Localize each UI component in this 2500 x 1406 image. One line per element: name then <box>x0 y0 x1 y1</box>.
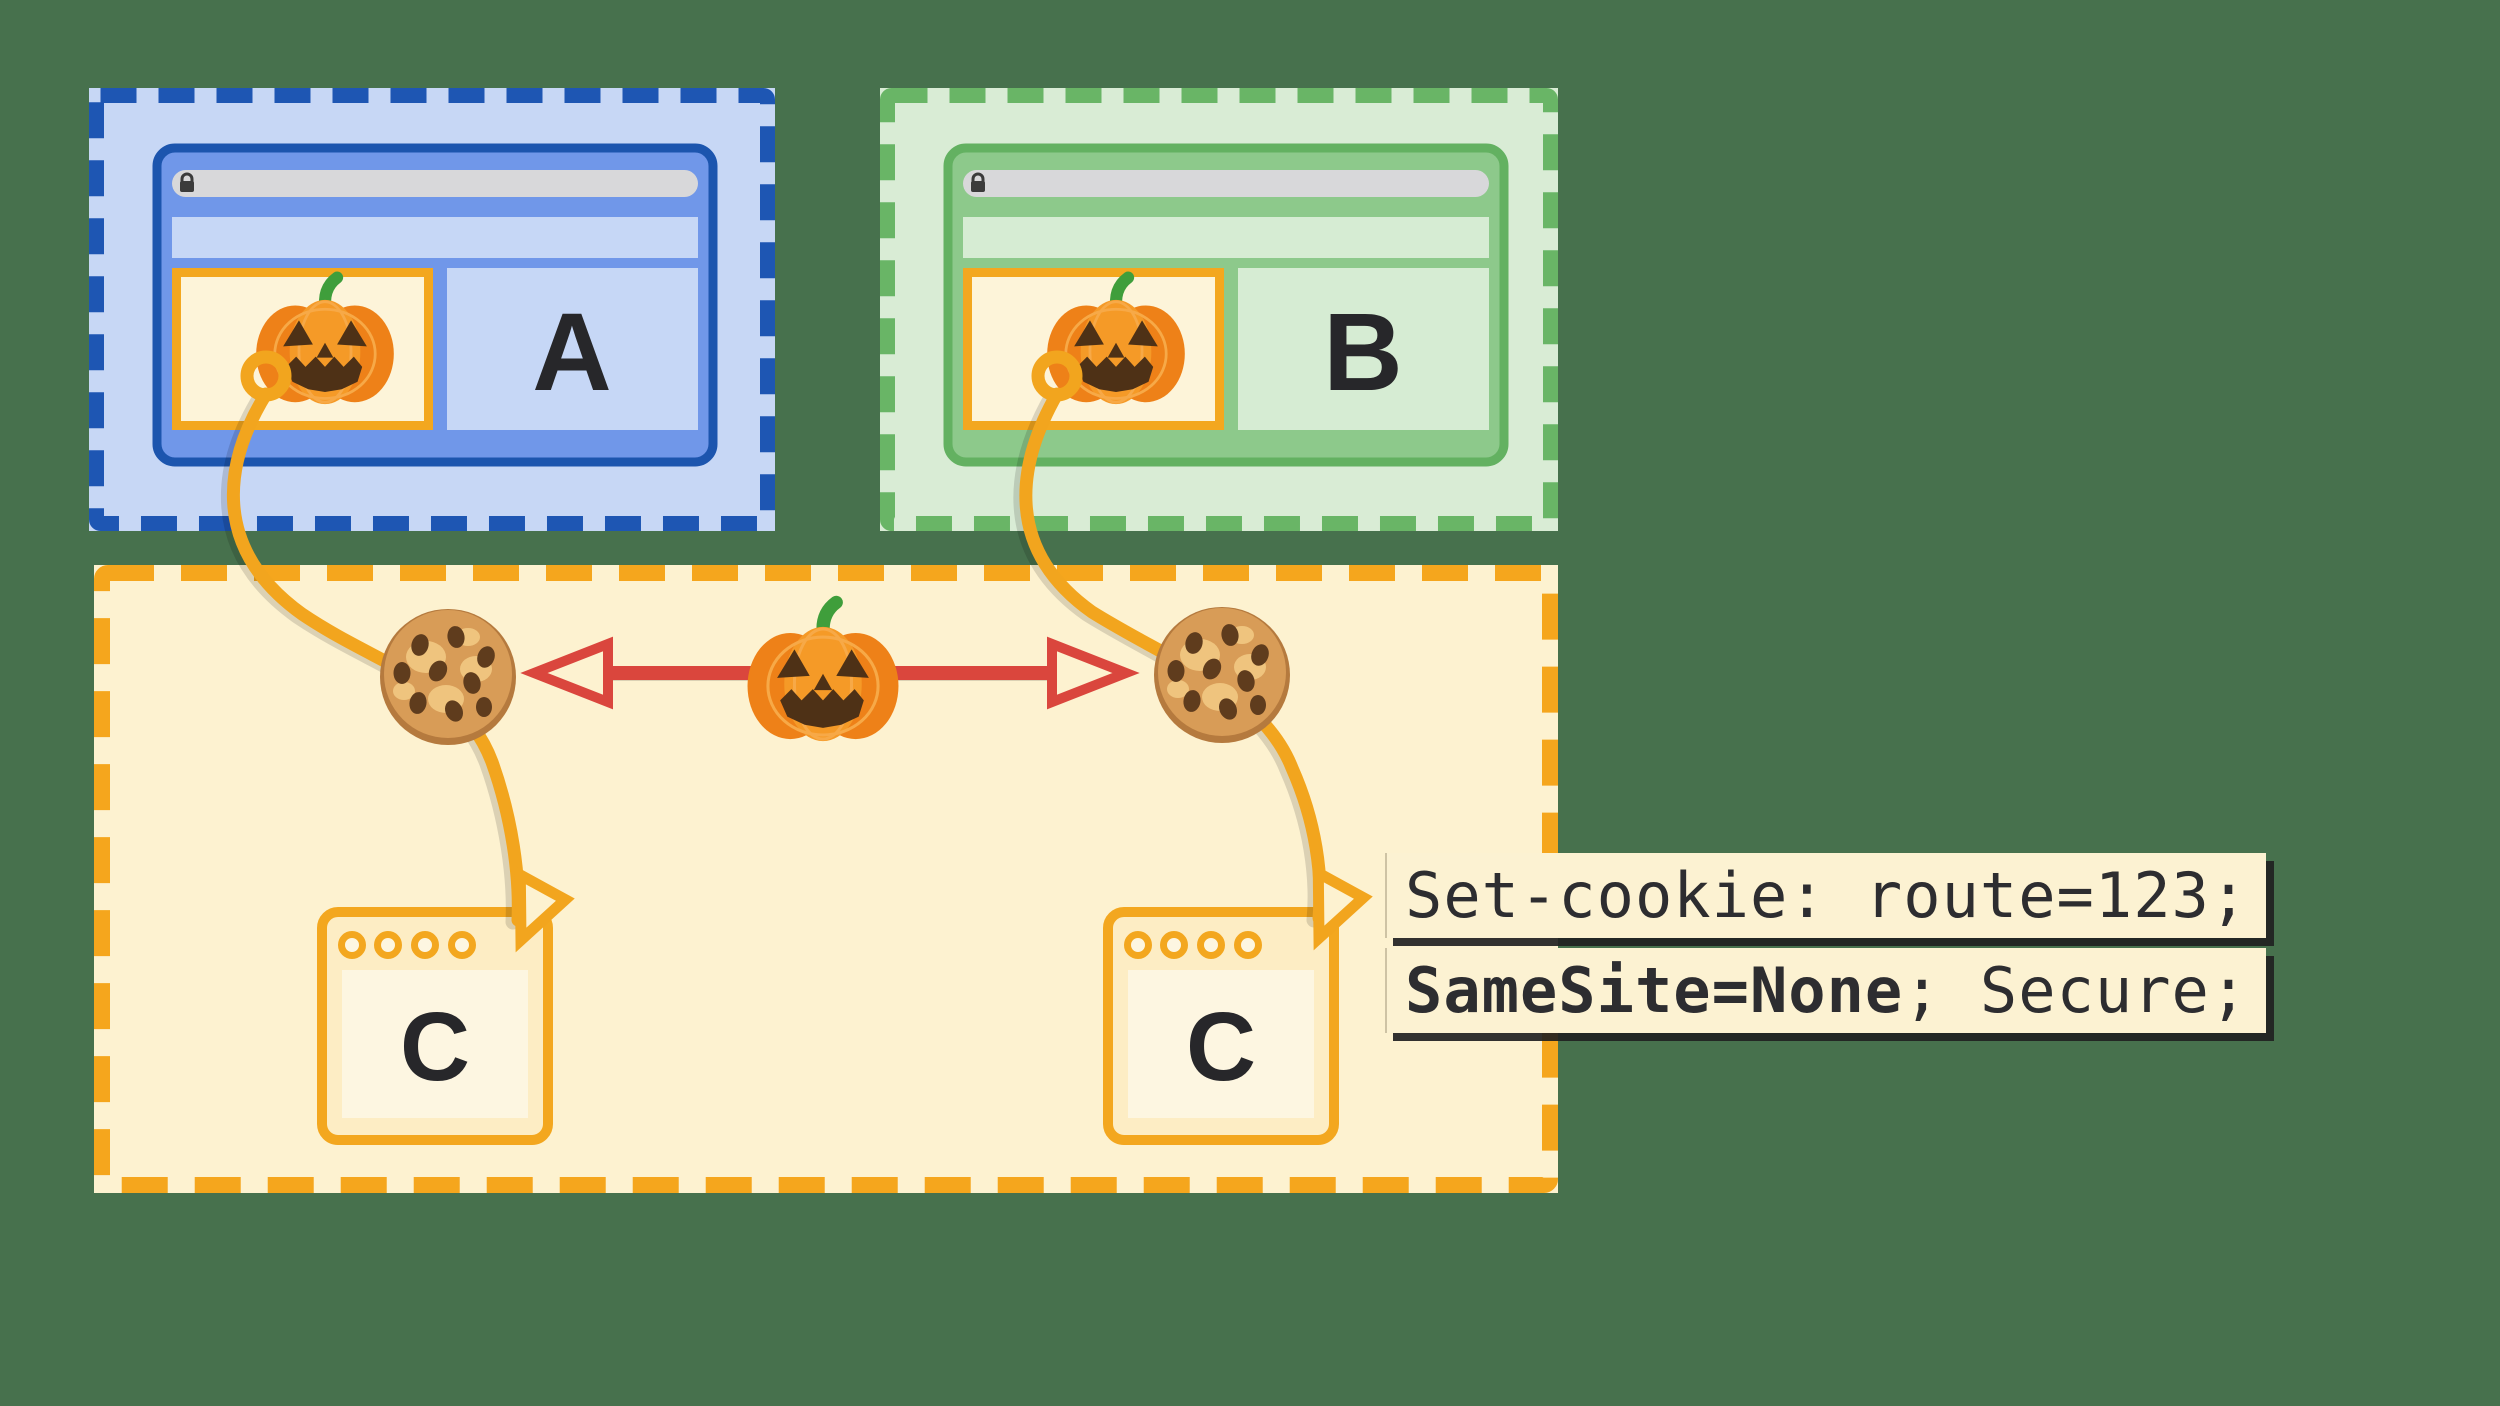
page-b-label: B <box>1323 291 1402 414</box>
url-bar <box>172 170 698 197</box>
set-cookie-header-line1: Set-cookie: route=123; <box>1385 853 2267 938</box>
code-text: Set-cookie: route=123; <box>1405 859 2249 932</box>
nav-strip <box>172 217 698 258</box>
url-bar <box>963 170 1489 197</box>
browser-window-a: A <box>152 143 718 467</box>
samesite-none-text: SameSite=None <box>1405 954 1904 1027</box>
c-right-label: C <box>1186 992 1256 1101</box>
page-content-b <box>1238 268 1489 430</box>
page-a-label: A <box>532 291 611 414</box>
browser-window-b: B <box>943 143 1509 467</box>
set-cookie-header-line2: SameSite=None; Secure; <box>1385 948 2267 1033</box>
c-left-label: C <box>400 992 470 1101</box>
cookie-icon <box>380 609 516 745</box>
cookie-icon <box>1154 607 1290 743</box>
page-content-a <box>447 268 698 430</box>
c-window-left: C <box>322 912 548 1140</box>
nav-strip <box>963 217 1489 258</box>
c-window-right: C <box>1108 912 1334 1140</box>
secure-text: ; Secure; <box>1903 954 2249 1027</box>
